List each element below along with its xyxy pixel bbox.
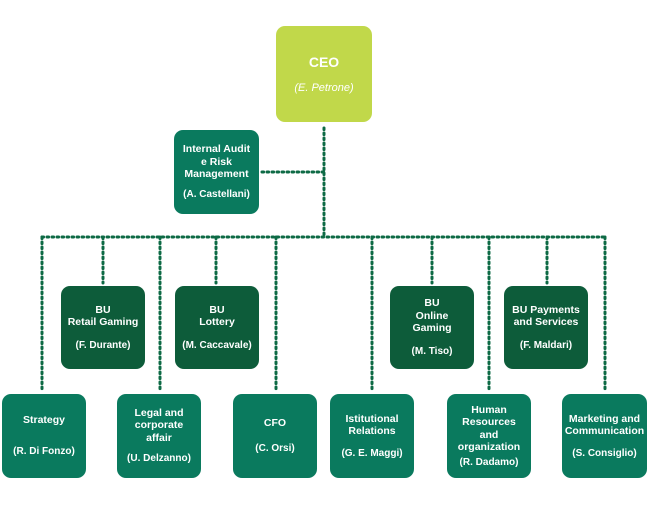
bu-retail-gaming-box: BU Retail Gaming (F. Durante) bbox=[61, 286, 145, 369]
legal-box: Legal and corporate affair (U. Delzanno) bbox=[117, 394, 201, 478]
bu-lottery-title: BU Lottery bbox=[199, 303, 235, 329]
cfo-title: CFO bbox=[263, 417, 287, 430]
bu-payments-box: BU Payments and Services (F. Maldari) bbox=[504, 286, 588, 369]
marketing-box: Marketing and Communication (S. Consigli… bbox=[562, 394, 647, 478]
legal-person: (U. Delzanno) bbox=[127, 453, 191, 465]
bu-lottery-person: (M. Caccavale) bbox=[182, 339, 252, 351]
internal-audit-box: Internal Audit e Risk Management (A. Cas… bbox=[174, 130, 259, 214]
cfo-person: (C. Orsi) bbox=[255, 442, 295, 454]
strategy-person: (R. Di Fonzo) bbox=[13, 446, 75, 458]
ceo-person: (E. Petrone) bbox=[294, 82, 354, 94]
bu-online-gaming-person: (M. Tiso) bbox=[411, 345, 453, 357]
bu-online-gaming-box: BU Online Gaming (M. Tiso) bbox=[390, 286, 474, 369]
strategy-title: Strategy bbox=[22, 413, 65, 426]
legal-title: Legal and corporate affair bbox=[134, 406, 184, 444]
bu-retail-gaming-person: (F. Durante) bbox=[75, 339, 131, 351]
strategy-box: Strategy (R. Di Fonzo) bbox=[2, 394, 86, 478]
internal-audit-title: Internal Audit e Risk Management bbox=[182, 143, 251, 181]
cfo-box: CFO (C. Orsi) bbox=[233, 394, 317, 478]
human-resources-person: (R. Dadamo) bbox=[459, 456, 519, 468]
bu-payments-title: BU Payments and Services bbox=[512, 303, 580, 329]
bu-online-gaming-title: BU Online Gaming bbox=[412, 297, 452, 335]
institutional-relations-box: Istitutional Relations (G. E. Maggi) bbox=[330, 394, 414, 478]
human-resources-title: Human Resources and organization bbox=[457, 403, 521, 454]
institutional-relations-person: (G. E. Maggi) bbox=[341, 447, 403, 459]
marketing-title: Marketing and Communication bbox=[564, 412, 645, 438]
ceo-title: CEO bbox=[308, 54, 340, 70]
institutional-relations-title: Istitutional Relations bbox=[345, 412, 399, 438]
bu-payments-person: (F. Maldari) bbox=[519, 339, 573, 351]
internal-audit-person: (A. Castellani) bbox=[183, 188, 250, 200]
bu-lottery-box: BU Lottery (M. Caccavale) bbox=[175, 286, 259, 369]
human-resources-box: Human Resources and organization (R. Dad… bbox=[447, 394, 531, 478]
ceo-box: CEO (E. Petrone) bbox=[276, 26, 372, 122]
marketing-person: (S. Consiglio) bbox=[572, 447, 637, 459]
bu-retail-gaming-title: BU Retail Gaming bbox=[67, 303, 139, 329]
